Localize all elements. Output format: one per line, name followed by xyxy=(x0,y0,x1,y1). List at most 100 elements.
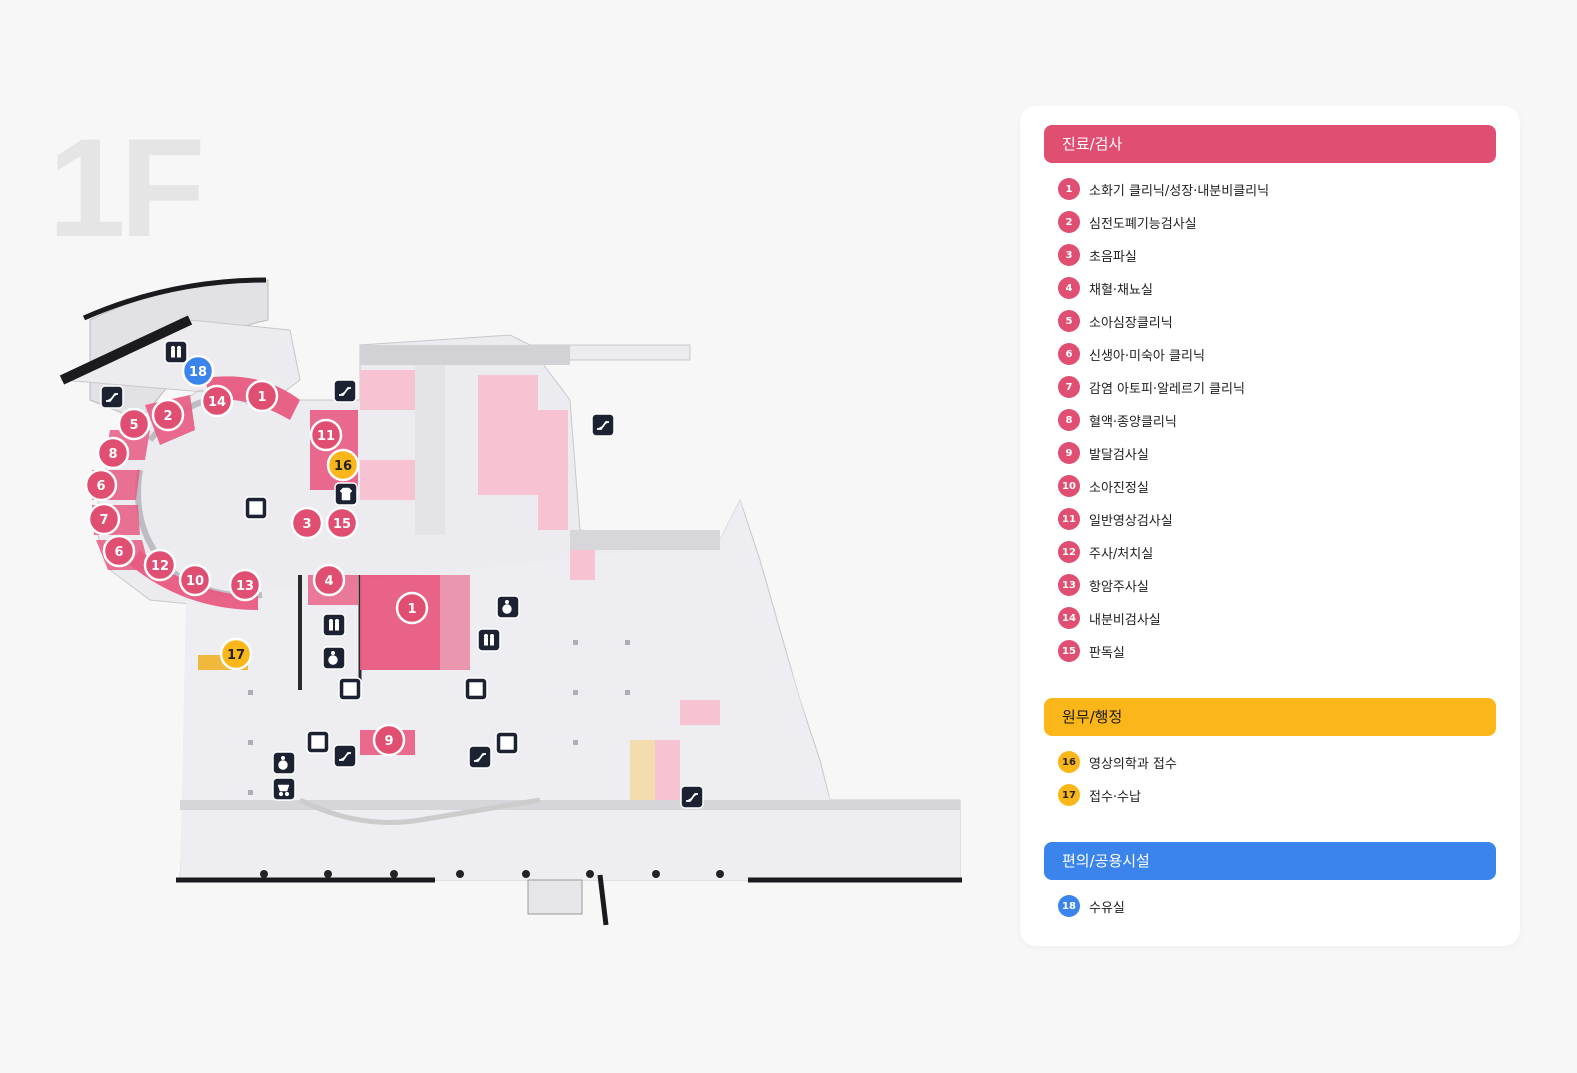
nursing-room-icon[interactable] xyxy=(334,482,358,506)
legend-item-number: 15 xyxy=(1058,640,1080,662)
map-marker-number: 16 xyxy=(334,459,352,474)
legend-item-label: 채혈·채뇨실 xyxy=(1089,282,1153,298)
restroom-icon[interactable] xyxy=(477,628,501,652)
map-marker-10[interactable]: 10 xyxy=(178,563,212,597)
map-marker-6[interactable]: 6 xyxy=(84,468,118,502)
elevator-icon[interactable] xyxy=(495,731,519,755)
escalator-icon[interactable] xyxy=(680,785,704,809)
elevator-icon[interactable] xyxy=(338,677,362,701)
escalator-icon[interactable] xyxy=(333,744,357,768)
legend-category-header: 원무/행정 xyxy=(1044,698,1496,736)
map-marker-circle xyxy=(87,502,121,536)
legend-item-number: 3 xyxy=(1058,244,1080,266)
legend-category-header: 진료/검사 xyxy=(1044,125,1496,163)
map-marker-number: 12 xyxy=(151,559,169,574)
map-marker-circle xyxy=(325,506,359,540)
map-marker-18[interactable]: 18 xyxy=(181,354,215,388)
wheelchair-icon[interactable] xyxy=(322,646,346,670)
map-marker-9[interactable]: 9 xyxy=(372,723,406,757)
map-marker-4[interactable]: 4 xyxy=(312,563,346,597)
elevator-icon[interactable] xyxy=(464,677,488,701)
map-marker-number: 6 xyxy=(114,545,123,560)
legend-item-label: 항암주사실 xyxy=(1089,579,1149,595)
map-marker-circle xyxy=(395,591,429,625)
map-marker-circle xyxy=(143,548,177,582)
escalator-icon[interactable] xyxy=(333,379,357,403)
map-marker-number: 6 xyxy=(96,479,105,494)
legend-item-number: 7 xyxy=(1058,376,1080,398)
elevator-icon[interactable] xyxy=(244,496,268,520)
map-marker-number: 9 xyxy=(384,734,393,749)
escalator-icon[interactable] xyxy=(468,745,492,769)
map-marker-number: 13 xyxy=(236,579,254,594)
map-marker-circle xyxy=(372,723,406,757)
legend-item-number: 6 xyxy=(1058,343,1080,365)
map-marker-number: 14 xyxy=(208,395,226,410)
escalator-icon[interactable] xyxy=(591,413,615,437)
legend-item-label: 심전도폐기능검사실 xyxy=(1089,216,1197,232)
map-marker-2[interactable]: 2 xyxy=(151,398,185,432)
map-marker-15[interactable]: 15 xyxy=(325,506,359,540)
map-marker-7[interactable]: 7 xyxy=(87,502,121,536)
legend-item-number: 9 xyxy=(1058,442,1080,464)
legend-item[interactable]: 3 초음파실 xyxy=(1058,243,1137,267)
map-marker-circle xyxy=(326,448,360,482)
map-marker-14[interactable]: 14 xyxy=(200,384,234,418)
legend-item-number: 13 xyxy=(1058,574,1080,596)
wheelchair-icon[interactable] xyxy=(272,751,296,775)
map-marker-1[interactable]: 1 xyxy=(245,379,279,413)
map-marker-16[interactable]: 16 xyxy=(326,448,360,482)
legend-item-number: 14 xyxy=(1058,607,1080,629)
map-marker-circle xyxy=(117,407,151,441)
legend-item-label: 수유실 xyxy=(1089,900,1125,916)
wheelchair-icon[interactable] xyxy=(496,595,520,619)
legend-item-label: 초음파실 xyxy=(1089,249,1137,265)
map-marker-11[interactable]: 11 xyxy=(309,418,343,452)
map-marker-number: 10 xyxy=(186,574,204,589)
legend-item[interactable]: 15 판독실 xyxy=(1058,639,1125,663)
floor-label: 1F xyxy=(48,109,205,266)
map-marker-8[interactable]: 8 xyxy=(96,436,130,470)
map-marker-circle xyxy=(181,354,215,388)
map-marker-1[interactable]: 1 xyxy=(395,591,429,625)
map-marker-3[interactable]: 3 xyxy=(290,506,324,540)
legend-item-number: 11 xyxy=(1058,508,1080,530)
legend-item-label: 판독실 xyxy=(1089,645,1125,661)
map-marker-6[interactable]: 6 xyxy=(102,534,136,568)
stroller-icon[interactable] xyxy=(272,777,296,801)
map-marker-13[interactable]: 13 xyxy=(228,568,262,602)
legend-item[interactable]: 13 항암주사실 xyxy=(1058,573,1149,597)
restroom-icon[interactable] xyxy=(164,340,188,364)
map-marker-12[interactable]: 12 xyxy=(143,548,177,582)
legend-item-number: 16 xyxy=(1058,751,1080,773)
map-marker-circle xyxy=(151,398,185,432)
legend-item-number: 5 xyxy=(1058,310,1080,332)
escalator-icon[interactable] xyxy=(100,385,124,409)
legend-item-label: 접수·수납 xyxy=(1089,789,1141,805)
map-marker-5[interactable]: 5 xyxy=(117,407,151,441)
legend-item-label: 소아진정실 xyxy=(1089,480,1149,496)
map-marker-circle xyxy=(228,568,262,602)
restroom-icon[interactable] xyxy=(322,613,346,637)
map-marker-circle xyxy=(219,637,253,671)
map-marker-circle xyxy=(309,418,343,452)
map-marker-17[interactable]: 17 xyxy=(219,637,253,671)
elevator-icon[interactable] xyxy=(306,730,330,754)
map-marker-number: 18 xyxy=(189,365,207,380)
